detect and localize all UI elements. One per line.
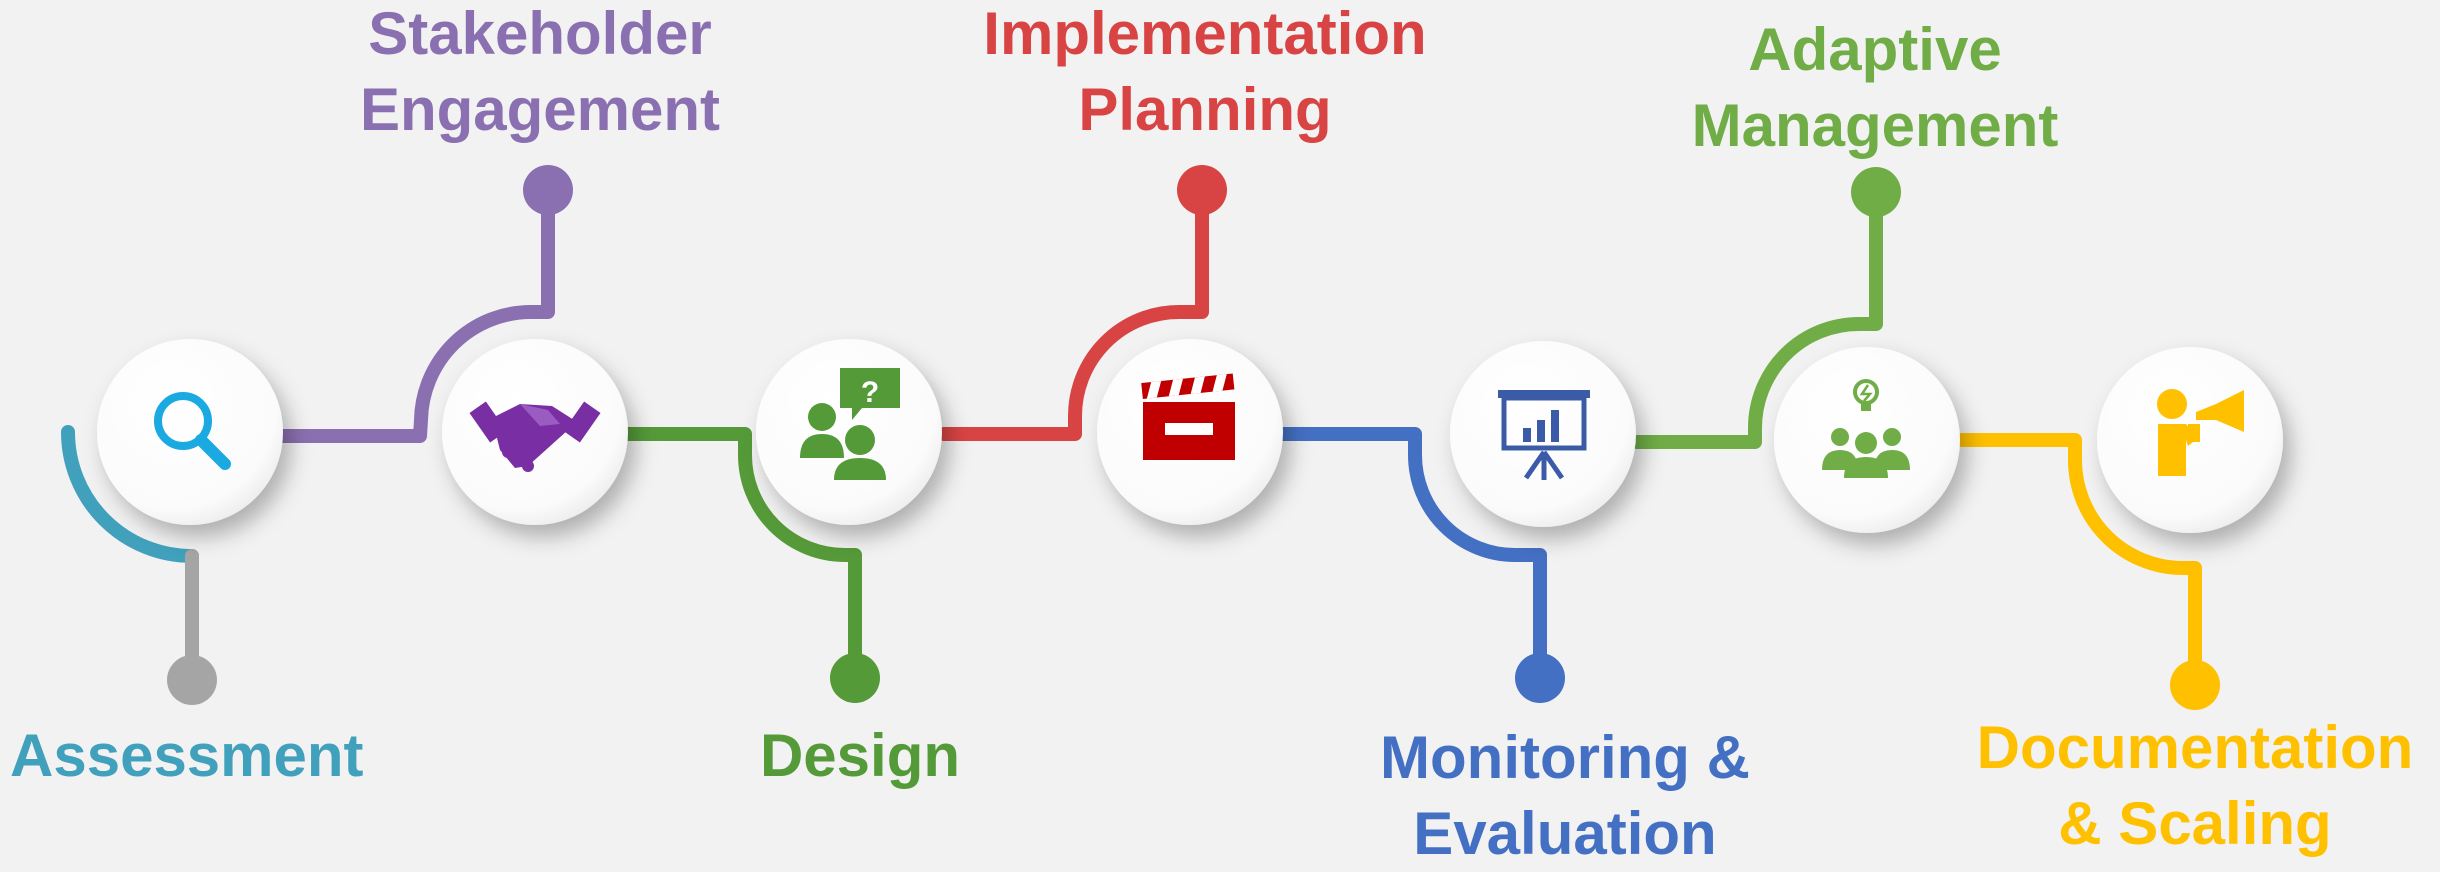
dot-documentation	[2170, 660, 2220, 710]
connector-stakeholder	[276, 183, 555, 443]
megaphone-icon	[2157, 389, 2244, 476]
connector-adaptive	[1630, 183, 1883, 449]
dot-stakeholder	[523, 165, 573, 215]
label-stakeholder-engagement: Stakeholder Engagement	[359, 0, 721, 143]
connector-monitoring	[1276, 427, 1547, 685]
label-design: Design	[759, 722, 961, 789]
dot-design	[830, 653, 880, 703]
presentation-chart-icon	[1498, 390, 1590, 480]
label-assessment: Assessment	[10, 722, 364, 789]
connector-documentation	[1955, 433, 2202, 692]
search-icon	[154, 392, 231, 470]
team-idea-icon	[1822, 379, 1910, 478]
handshake-icon	[469, 401, 601, 472]
dot-implementation	[1177, 165, 1227, 215]
dot-adaptive	[1851, 167, 1901, 217]
svg-text:?: ?	[861, 376, 879, 409]
connector-assessment	[61, 425, 199, 563]
node-assessment	[97, 339, 283, 525]
label-monitoring-evaluation: Monitoring & Evaluation	[1380, 724, 1750, 867]
clapperboard-icon	[1141, 373, 1235, 460]
connector-implementation	[937, 183, 1209, 441]
label-documentation-scaling: Documentation & Scaling	[1976, 714, 2414, 857]
connector-design	[620, 427, 862, 685]
label-implementation-planning: Implementation Planning	[983, 0, 1427, 143]
dot-assessment	[167, 655, 217, 705]
discussion-icon: ?	[800, 368, 900, 480]
label-adaptive-management: Adaptive Management	[1691, 16, 2059, 159]
dot-monitoring	[1515, 653, 1565, 703]
